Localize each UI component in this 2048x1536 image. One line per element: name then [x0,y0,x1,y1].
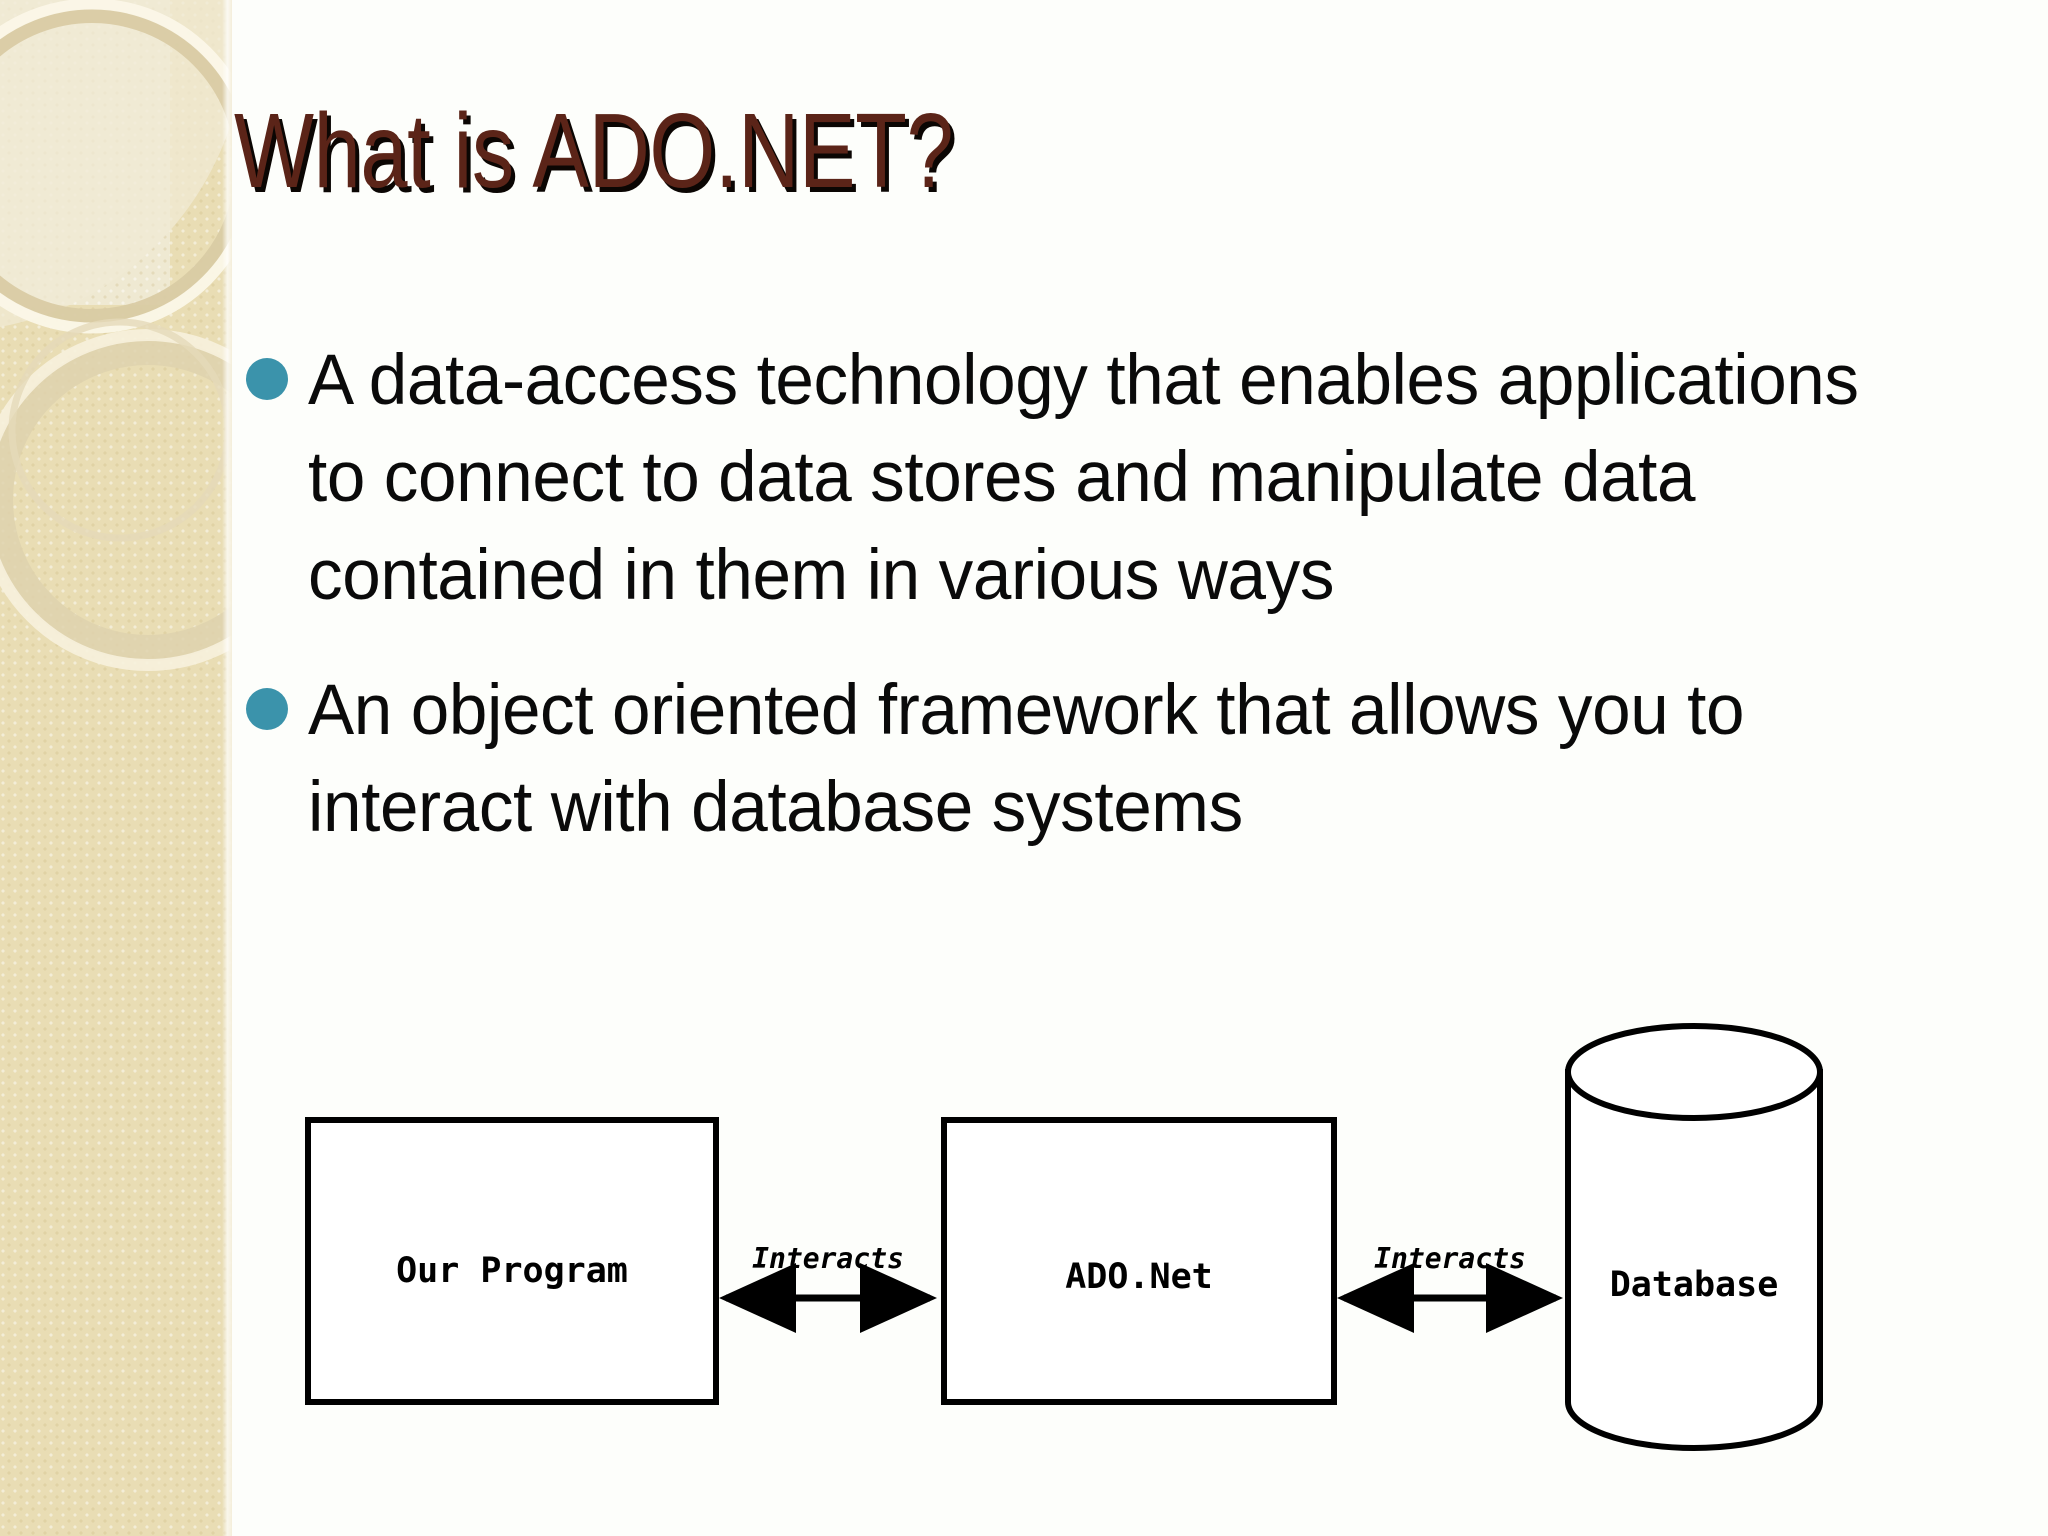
bullet-dot-icon [246,687,288,730]
bullet-dot-icon [246,358,288,400]
bullet-text: A data-access technology that enables ap… [308,341,1859,615]
bullet-list: A data-access technology that enables ap… [240,332,1920,894]
diagram-node-label-database: Database [1610,1265,1779,1305]
sidebar-edge-highlight [222,0,232,1536]
slide-decorative-sidebar [0,0,232,1536]
diagram-edge-label-interacts-2: Interacts [1374,1242,1526,1275]
architecture-diagram: Our Program Interacts ADO.Net Interacts … [300,1020,1900,1460]
diagram-node-label-our-program: Our Program [396,1251,628,1291]
diagram-node-ado-net [941,1117,1337,1405]
diagram-node-our-program [305,1117,719,1405]
diagram-canvas: Our Program Interacts ADO.Net Interacts … [305,1023,1823,1451]
slide-title: What is ADO.NET? [234,92,954,210]
list-item: A data-access technology that enables ap… [240,332,1920,624]
sidebar-rings-decoration [0,0,232,671]
diagram-node-label-ado-net: ADO.Net [1065,1257,1213,1297]
list-item: An object oriented framework that allows… [240,662,1920,857]
bullet-text: An object oriented framework that allows… [308,670,1745,848]
diagram-edge-label-interacts-1: Interacts [752,1242,904,1275]
diagram-node-database [1565,1023,1823,1451]
